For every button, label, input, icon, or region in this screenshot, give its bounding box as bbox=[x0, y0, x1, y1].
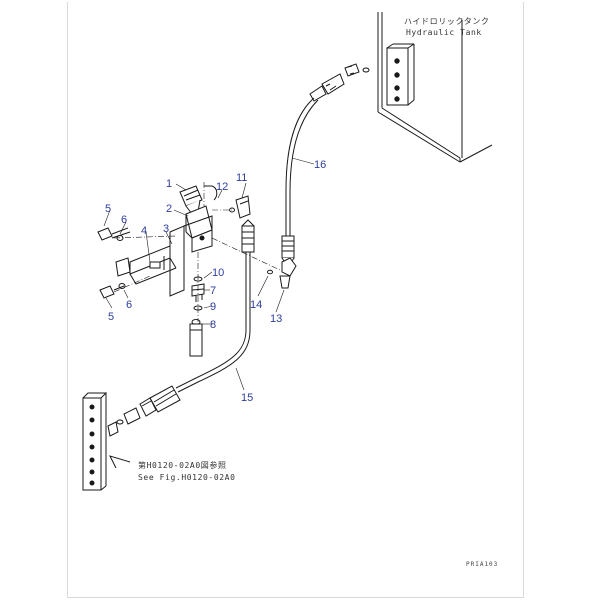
callout-5-lower: 5 bbox=[108, 311, 114, 323]
callout-1: 1 bbox=[166, 178, 172, 190]
valve-block-2 bbox=[185, 205, 213, 253]
callout-6-upper: 6 bbox=[121, 214, 127, 226]
callout-numbers: 1 2 3 4 5 6 5 6 7 8 9 10 11 12 13 14 15 … bbox=[105, 159, 326, 404]
bolt-5-upper bbox=[97, 227, 131, 241]
see-ref-en: See Fig.H0120-02A0 bbox=[138, 473, 236, 482]
callout-12: 12 bbox=[216, 181, 228, 193]
callout-10: 10 bbox=[212, 267, 224, 279]
callout-14: 14 bbox=[250, 299, 262, 311]
center-lines bbox=[113, 182, 281, 322]
callout-4: 4 bbox=[141, 225, 147, 237]
tank-label-en: Hydraulic Tank bbox=[406, 28, 482, 37]
hydraulic-tank bbox=[377, 12, 493, 163]
callout-13: 13 bbox=[270, 313, 282, 325]
callout-6-lower: 6 bbox=[126, 299, 132, 311]
elbow-11 bbox=[235, 195, 251, 219]
lower-fitting-assembly bbox=[107, 407, 141, 437]
callout-5-upper: 5 bbox=[105, 203, 111, 215]
bolt-5-lower bbox=[99, 285, 125, 299]
connector-7 bbox=[191, 283, 205, 302]
callout-16: 16 bbox=[314, 159, 326, 171]
reference-arrow bbox=[109, 455, 131, 469]
callout-9: 9 bbox=[210, 301, 216, 313]
tank-port-block bbox=[386, 43, 415, 106]
tank-label-jp: ハイドロリックタンク bbox=[404, 17, 490, 26]
callout-2: 2 bbox=[166, 203, 172, 215]
callout-8: 8 bbox=[210, 319, 216, 331]
see-ref-jp: 第H0120-02A0図参照 bbox=[138, 460, 227, 470]
callout-7: 7 bbox=[210, 285, 216, 297]
see-reference-note: 第H0120-02A0図参照 See Fig.H0120-02A0 bbox=[138, 460, 236, 482]
drawing-code: PRIA103 bbox=[466, 561, 498, 568]
leader-lines bbox=[103, 157, 315, 391]
manifold-block-lower bbox=[82, 392, 108, 491]
washer-6-lower bbox=[118, 283, 126, 289]
callout-3: 3 bbox=[163, 223, 169, 235]
hose-16 bbox=[281, 97, 319, 265]
tank-label: ハイドロリックタンク Hydraulic Tank bbox=[404, 17, 490, 37]
drawing-frame bbox=[67, 2, 524, 598]
callout-11: 11 bbox=[236, 172, 247, 184]
oring-12 bbox=[229, 207, 235, 213]
hose-end-8 bbox=[189, 319, 203, 357]
tank-fitting-assembly bbox=[309, 63, 370, 102]
elbow-fitting-13 bbox=[267, 257, 297, 289]
hose-15 bbox=[139, 219, 255, 417]
plate-4 bbox=[115, 256, 165, 277]
callout-15: 15 bbox=[241, 392, 253, 404]
